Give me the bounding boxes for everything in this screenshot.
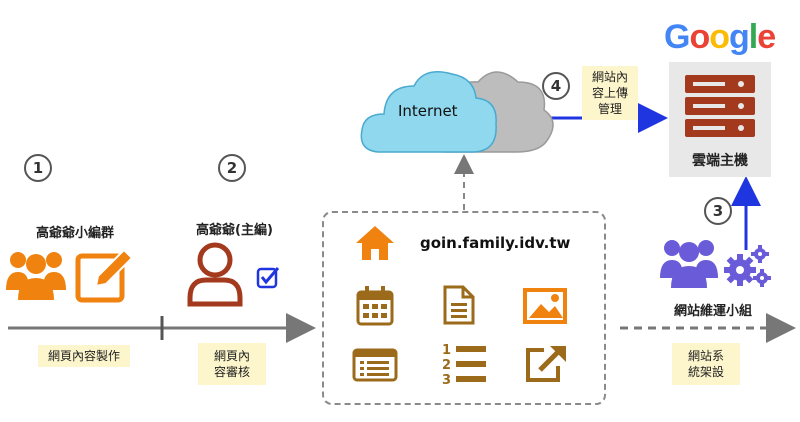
people-group-icon — [6, 252, 66, 300]
maintainers-label: 網站維運小組 — [674, 304, 753, 319]
checkbox-checked-icon — [256, 267, 280, 289]
numbered-list-icon: 123 — [442, 343, 486, 388]
server-label: 雲端主機 — [692, 153, 748, 169]
svg-text:1: 1 — [442, 343, 451, 358]
site-url[interactable]: goin.family.idv.tw — [420, 234, 571, 252]
maintainers-group-icon — [660, 240, 718, 288]
calendar-icon — [356, 286, 394, 326]
step-2-badge: 2 — [218, 154, 246, 182]
home-icon — [356, 226, 394, 260]
blue-cloud — [360, 71, 497, 153]
google-letter: g — [729, 18, 750, 56]
chief-editor-label: 高爺爺(主編) — [196, 223, 273, 238]
svg-text:2: 2 — [442, 358, 451, 373]
cloud-label: Internet — [398, 102, 458, 120]
image-icon — [523, 288, 567, 324]
user-icon — [187, 242, 243, 307]
internet-cloud — [360, 71, 554, 153]
editors-group-label: 高爺爺小編群 — [36, 226, 115, 241]
upload-management-note: 網站內 容上傳 管理 — [582, 66, 638, 120]
document-icon — [443, 285, 475, 325]
google-logo: Google — [664, 18, 776, 57]
step-3-badge: 3 — [704, 197, 732, 225]
server-icon — [685, 75, 755, 137]
google-letter: l — [748, 18, 759, 56]
step-4-badge: 4 — [542, 72, 570, 100]
google-letter: e — [757, 18, 776, 56]
edit-icon — [75, 248, 134, 303]
gears-icon — [724, 245, 771, 287]
system-setup-note: 網站系 統架設 — [672, 343, 740, 385]
step-1-badge: 1 — [24, 154, 52, 182]
google-letter: G — [664, 18, 690, 56]
content-production-note: 網頁內容製作 — [38, 345, 130, 367]
svg-text:3: 3 — [442, 373, 451, 388]
external-link-icon[interactable] — [524, 344, 568, 384]
list-icon — [352, 348, 398, 382]
content-review-note: 網頁內 容審核 — [198, 343, 266, 385]
google-letter: o — [709, 18, 730, 56]
google-letter: o — [689, 18, 710, 56]
